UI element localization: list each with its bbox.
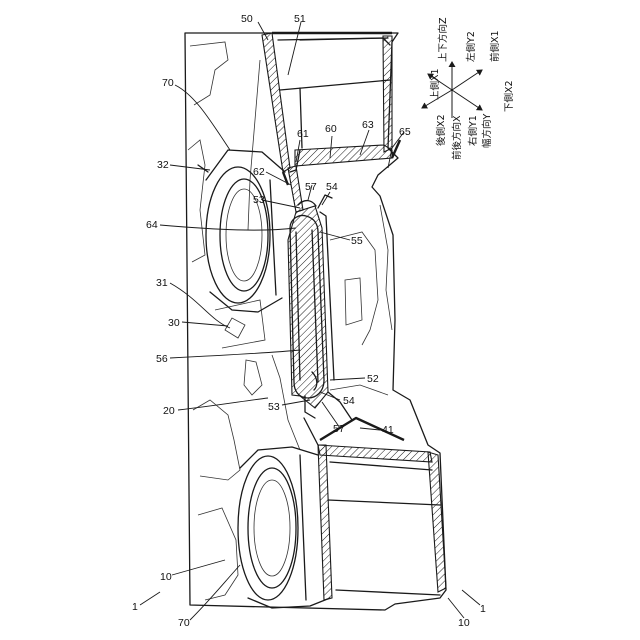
axis-label-up-x1: 上側X1 <box>429 68 441 100</box>
axis-label-width-y: 幅方向Y <box>481 113 493 148</box>
label-60: 60 <box>325 123 337 135</box>
label-57-lower: 57 <box>333 423 345 435</box>
lower-side-member <box>304 418 446 600</box>
label-53-upper: 53 <box>253 194 265 206</box>
label-10-right: 10 <box>458 617 470 629</box>
upper-cylinder <box>198 150 285 312</box>
axis-label-z: 上下方向Z <box>437 17 449 62</box>
label-65: 65 <box>399 126 411 138</box>
label-55: 55 <box>351 235 363 247</box>
axis-label-back-x2: 後側X2 <box>435 114 447 146</box>
label-61: 61 <box>297 128 309 140</box>
label-32: 32 <box>157 159 169 171</box>
label-1-left: 1 <box>132 601 138 613</box>
label-53-lower: 53 <box>268 401 280 413</box>
central-tube <box>288 195 352 420</box>
label-57-upper: 57 <box>305 181 317 193</box>
axis-label-right-y1: 右側Y1 <box>467 115 479 146</box>
axis-label-front-x1: 前側X1 <box>489 30 501 62</box>
label-31: 31 <box>156 277 168 289</box>
label-70-lower: 70 <box>178 617 190 629</box>
label-51: 51 <box>294 13 306 25</box>
axis-label-front-back-x: 前後方向X <box>451 115 463 160</box>
label-62: 62 <box>253 166 265 178</box>
label-54-lower: 54 <box>343 395 355 407</box>
lower-cylinder <box>238 447 330 608</box>
label-63: 63 <box>362 119 374 131</box>
axis-label-left-y2: 左側Y2 <box>465 31 477 62</box>
label-20: 20 <box>163 405 175 417</box>
label-52: 52 <box>367 373 379 385</box>
direction-legend: 上下方向Z 上側X1 後側X2 前後方向X 左側Y2 右側Y1 幅方向Y 前側X… <box>422 17 515 160</box>
label-1-right: 1 <box>480 603 486 615</box>
label-30: 30 <box>168 317 180 329</box>
label-50: 50 <box>241 13 253 25</box>
label-54-upper: 54 <box>326 181 338 193</box>
label-56: 56 <box>156 353 168 365</box>
label-70-upper: 70 <box>162 77 174 89</box>
axis-label-down-x2: 下側X2 <box>503 80 515 112</box>
label-64: 64 <box>146 219 158 231</box>
label-41: 41 <box>382 424 394 436</box>
label-10-left: 10 <box>160 571 172 583</box>
